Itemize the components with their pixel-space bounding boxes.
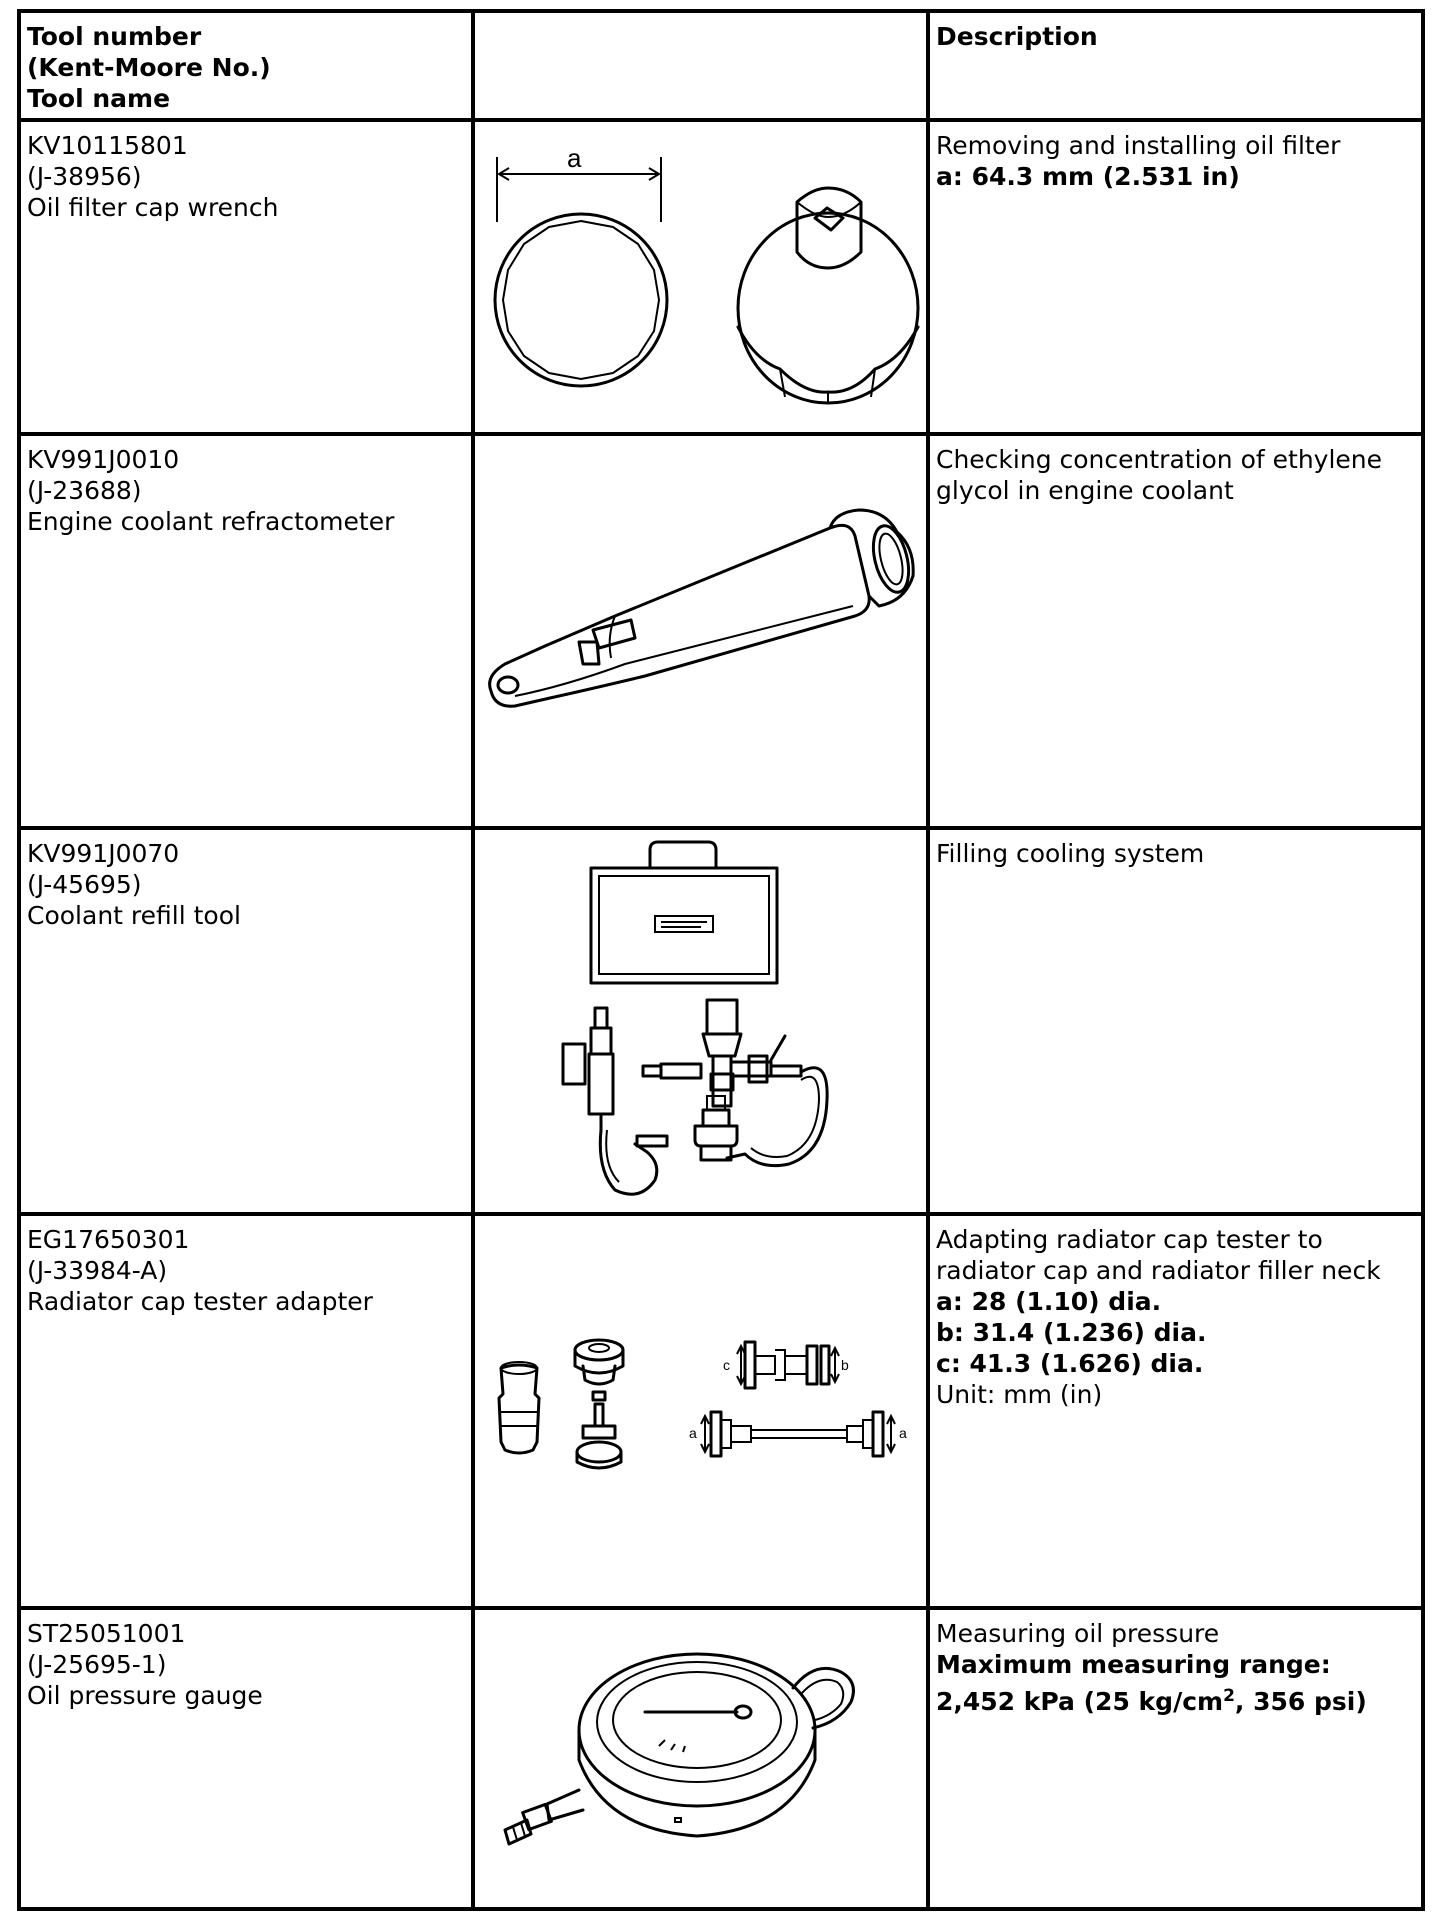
tool-number: KV10115801 [27, 131, 188, 160]
kent-moore-number: (J-38956) [27, 162, 142, 191]
special-service-tools-table: Tool number (Kent-Moore No.) Tool name D… [17, 9, 1425, 1911]
table-row: KV991J0070 (J-45695) Coolant refill tool [17, 826, 1425, 1216]
tool-name: Oil pressure gauge [27, 1681, 263, 1710]
kent-moore-number: (J-33984-A) [27, 1256, 168, 1285]
description-text: Removing and installing oil filter [936, 131, 1341, 160]
dimension-label-a-left: a [689, 1425, 697, 1441]
tool-name: Radiator cap tester adapter [27, 1287, 373, 1316]
tool-number: EG17650301 [27, 1225, 190, 1254]
table-row: KV10115801 (J-38956) Oil filter cap wren… [17, 118, 1425, 436]
tool-number: KV991J0010 [27, 445, 180, 474]
tool-name: Oil filter cap wrench [27, 193, 279, 222]
description-cell: Filling cooling system [926, 826, 1425, 1216]
header-tool-cell: Tool number (Kent-Moore No.) Tool name [17, 9, 475, 122]
header-tool-number: Tool number [27, 22, 202, 51]
tool-info-cell: EG17650301 (J-33984-A) Radiator cap test… [17, 1212, 475, 1610]
tool-info-cell: KV991J0010 (J-23688) Engine coolant refr… [17, 432, 475, 830]
description-cell: Checking concentration of ethylene glyco… [926, 432, 1425, 830]
tool-info-cell: ST25051001 (J-25695-1) Oil pressure gaug… [17, 1606, 475, 1911]
header-kent-moore: (Kent-Moore No.) [27, 53, 271, 82]
illustration-cell: a [471, 118, 930, 436]
kent-moore-number: (J-23688) [27, 476, 142, 505]
header-description: Description [936, 22, 1098, 51]
oil-pressure-gauge-drawing [503, 1652, 855, 1846]
table-row: EG17650301 (J-33984-A) Radiator cap test… [17, 1212, 1425, 1610]
oil-filter-cap-wrench-drawing: a [493, 143, 920, 405]
coolant-refill-kit-drawing [561, 840, 829, 1196]
header-illustration-cell [471, 9, 930, 122]
tool-info-cell: KV10115801 (J-38956) Oil filter cap wren… [17, 118, 475, 436]
tool-name: Engine coolant refractometer [27, 507, 395, 536]
kent-moore-number: (J-45695) [27, 870, 142, 899]
kent-moore-number: (J-25695-1) [27, 1650, 167, 1679]
tool-name: Coolant refill tool [27, 901, 241, 930]
illustration-cell: c b a [471, 1212, 930, 1610]
description-text: Measuring oil pressure [936, 1619, 1220, 1648]
tool-info-cell: KV991J0070 (J-45695) Coolant refill tool [17, 826, 475, 1216]
illustration-cell [471, 1606, 930, 1911]
header-tool-name: Tool name [27, 84, 171, 113]
table-row: KV991J0010 (J-23688) Engine coolant refr… [17, 432, 1425, 830]
cap-tester-adapter-drawing: c b a [497, 1338, 907, 1470]
spec-value-superscript: 2 [1223, 1686, 1235, 1706]
dimension-label-b: b [841, 1357, 849, 1373]
table-header-row: Tool number (Kent-Moore No.) Tool name D… [17, 9, 1425, 122]
description-text: Checking concentration of ethylene glyco… [936, 445, 1383, 505]
dimension-label-a-right: a [899, 1425, 907, 1441]
spec-a: a: 64.3 mm (2.531 in) [936, 162, 1240, 191]
spec-c: c: 41.3 (1.626) dia. [936, 1349, 1204, 1378]
spec-value-main: 2,452 kPa (25 kg/cm [936, 1687, 1224, 1716]
spec-value: 2,452 kPa (25 kg/cm2, 356 psi) [936, 1686, 1415, 1717]
description-cell: Removing and installing oil filter a: 64… [926, 118, 1425, 436]
illustration-cell [471, 826, 930, 1216]
description-text: Adapting radiator cap tester to radiator… [936, 1225, 1381, 1285]
description-text: Filling cooling system [936, 839, 1205, 868]
illustration-cell [471, 432, 930, 830]
dimension-label-a: a [567, 143, 582, 173]
unit-note: Unit: mm (in) [936, 1380, 1103, 1409]
description-cell: Measuring oil pressure Maximum measuring… [926, 1606, 1425, 1911]
dimension-label-c: c [723, 1357, 730, 1373]
table-row: ST25051001 (J-25695-1) Oil pressure gaug… [17, 1606, 1425, 1911]
spec-b: b: 31.4 (1.236) dia. [936, 1318, 1207, 1347]
spec-a: a: 28 (1.10) dia. [936, 1287, 1162, 1316]
refractometer-drawing [488, 508, 915, 708]
tool-number: KV991J0070 [27, 839, 180, 868]
header-description-cell: Description [926, 9, 1425, 122]
spec-value-tail: , 356 psi) [1234, 1687, 1367, 1716]
spec-title: Maximum measuring range: [936, 1650, 1331, 1679]
description-cell: Adapting radiator cap tester to radiator… [926, 1212, 1425, 1610]
tool-number: ST25051001 [27, 1619, 186, 1648]
